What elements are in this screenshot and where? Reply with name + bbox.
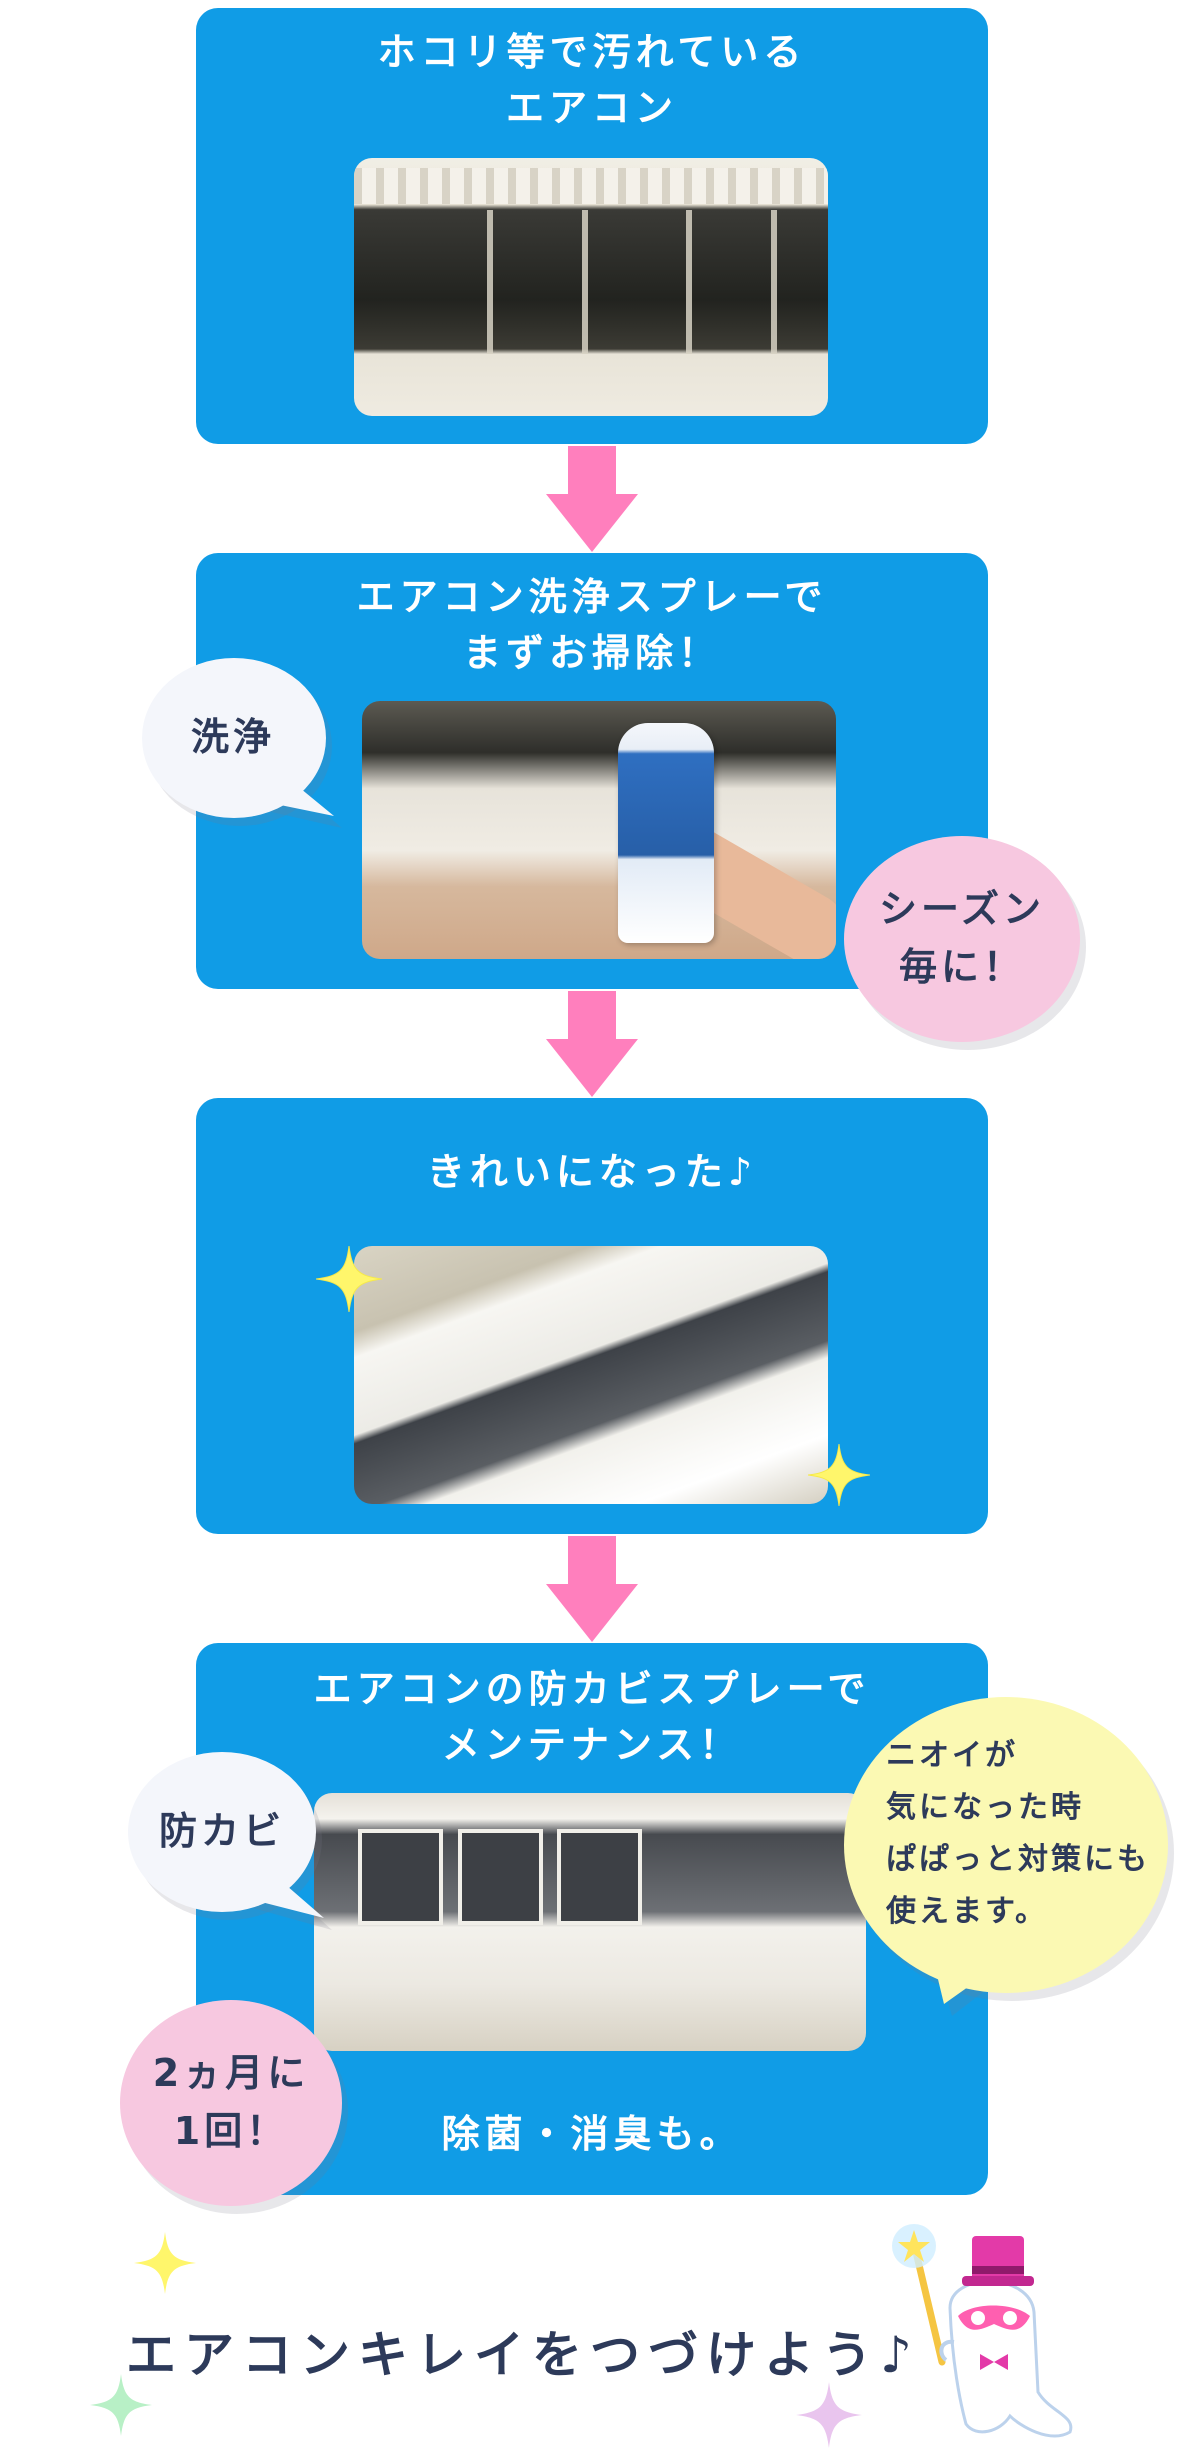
down-arrow-icon xyxy=(546,1536,638,1644)
step-title: きれいになった♪ xyxy=(426,1150,758,1194)
step-title: エアコンの防カビスプレーで メンテナンス！ xyxy=(313,1667,871,1767)
wash-badge-bubble: 洗浄 xyxy=(138,650,342,840)
monthly-frequency-badge: 2ヵ月に 1回！ xyxy=(120,2000,342,2206)
step-clean: きれいになった♪ xyxy=(196,1098,988,1534)
sparkle-icon xyxy=(315,1245,383,1316)
odor-note: ニオイが 気になった時 ぱぱっと対策にも 使えます。 xyxy=(886,1738,1150,1929)
step-wash: エアコン洗浄スプレーで まずお掃除！ xyxy=(196,553,988,989)
clean-aircon-photo xyxy=(354,1246,828,1504)
step-title: エアコン洗浄スプレーで まずお掃除！ xyxy=(356,575,828,675)
sterilize-deodorize-text: 除菌・消臭も。 xyxy=(441,2112,743,2156)
down-arrow-icon xyxy=(546,446,638,554)
anti-mold-badge-bubble: 防カビ xyxy=(124,1746,332,1940)
sparkle-icon xyxy=(90,2374,152,2440)
dirty-aircon-photo xyxy=(354,158,828,416)
sparkle-icon xyxy=(796,2382,862,2452)
down-arrow-icon xyxy=(546,991,638,1099)
ghost-mascot-icon xyxy=(880,2212,1090,2452)
anti-mold-badge: 防カビ xyxy=(158,1809,285,1853)
sparkle-icon xyxy=(807,1443,871,1510)
step-dirty: ホコリ等で汚れている エアコン xyxy=(196,8,988,444)
wash-badge: 洗浄 xyxy=(190,715,275,759)
odor-note-bubble: ニオイが 気になった時 ぱぱっと対策にも 使えます。 xyxy=(836,1690,1186,2040)
tagline: エアコンキレイをつづけよう♪ xyxy=(126,2326,920,2384)
spray-cleaning-photo xyxy=(362,701,836,959)
step-title: ホコリ等で汚れている エアコン xyxy=(377,30,807,130)
sparkle-icon xyxy=(134,2232,196,2298)
season-frequency-badge: シーズン 毎に！ xyxy=(844,836,1080,1042)
anti-mold-spray-photo xyxy=(314,1793,866,2051)
